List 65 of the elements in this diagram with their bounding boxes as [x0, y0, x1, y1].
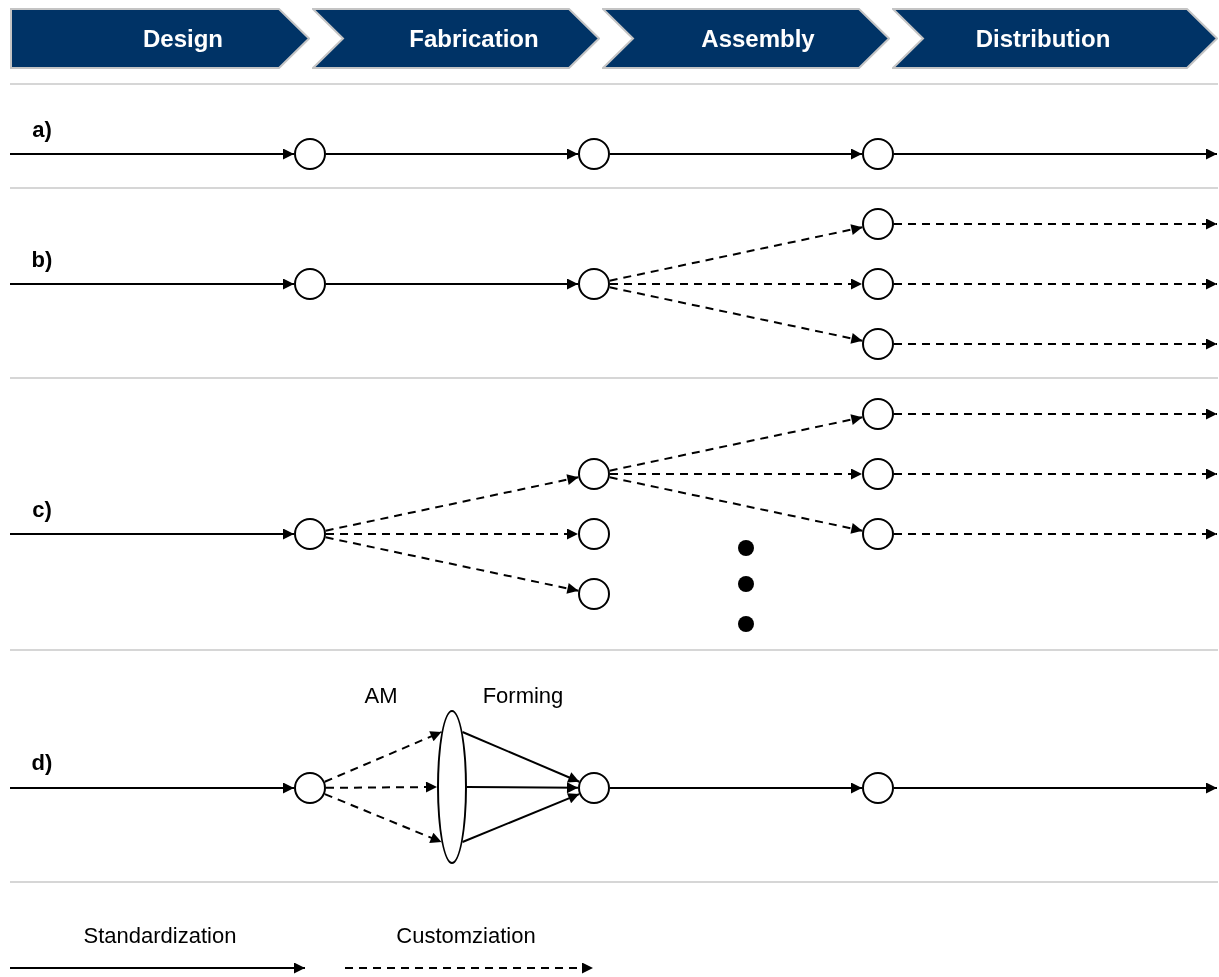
dashed-arrow [893, 338, 1218, 350]
arrow [325, 148, 579, 160]
dashed-arrow [324, 474, 580, 532]
dashed-arrow [609, 468, 863, 480]
arrow [461, 793, 581, 843]
phase-label: Distribution [975, 24, 1111, 54]
arrow [893, 782, 1218, 794]
arrow [9, 278, 295, 290]
arrow [609, 148, 863, 160]
dashed-arrow [323, 793, 443, 843]
circle-node [578, 138, 610, 170]
circle-node [294, 518, 326, 550]
dashed-arrow [609, 278, 863, 290]
dashed-arrow [325, 781, 438, 793]
circle-node [862, 328, 894, 360]
circle-node [862, 772, 894, 804]
phase-header [602, 8, 890, 69]
legend-label: Standardization [83, 923, 237, 949]
row-label: b) [31, 247, 53, 273]
dashed-arrow [893, 218, 1218, 230]
arrow [466, 782, 579, 794]
arrow [893, 148, 1218, 160]
dashed-arrow [608, 414, 864, 472]
arrow [9, 782, 295, 794]
dashed-arrow [608, 476, 864, 534]
dashed-arrow [323, 731, 443, 783]
arrow [9, 528, 295, 540]
circle-node [294, 268, 326, 300]
circle-node [294, 772, 326, 804]
phase-label: Assembly [701, 24, 815, 54]
dashed-arrow [608, 224, 864, 282]
circle-node [578, 772, 610, 804]
arrow [9, 148, 295, 160]
process-label: Forming [482, 683, 564, 709]
circle-node [862, 518, 894, 550]
dashed-arrow [893, 278, 1218, 290]
circle-node [578, 578, 610, 610]
row-label: d) [31, 750, 53, 776]
circle-node [862, 268, 894, 300]
phase-label: Fabrication [409, 24, 539, 54]
legend-label: Customziation [396, 923, 536, 949]
circle-node [862, 398, 894, 430]
circle-node [578, 268, 610, 300]
arrow [609, 782, 863, 794]
dashed-arrow [893, 408, 1218, 420]
row-label: a) [32, 117, 52, 143]
dashed-arrow [324, 536, 580, 594]
circle-node [294, 138, 326, 170]
phase-header [10, 8, 310, 69]
circle-node [862, 138, 894, 170]
phase-label: Design [143, 24, 223, 54]
circle-node [578, 458, 610, 490]
process-label: AM [364, 683, 398, 709]
arrow [461, 731, 581, 783]
dashed-arrow [608, 286, 864, 344]
circle-node [578, 518, 610, 550]
circle-node [862, 208, 894, 240]
dashed-arrow [893, 468, 1218, 480]
arrow [325, 278, 579, 290]
dashed-arrow [325, 528, 579, 540]
circle-node [862, 458, 894, 490]
phase-header [312, 8, 600, 69]
phase-header [892, 8, 1218, 69]
row-label: c) [32, 497, 52, 523]
dashed-arrow [893, 528, 1218, 540]
